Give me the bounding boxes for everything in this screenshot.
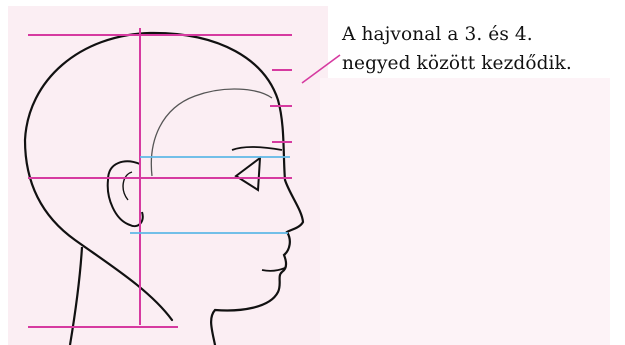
eye-icon xyxy=(236,158,260,190)
ear-inner-icon xyxy=(123,172,132,200)
brow-line xyxy=(232,147,282,150)
annotation-pointer xyxy=(302,55,340,83)
ear-icon xyxy=(108,161,143,226)
annotation-line-2: negyed között kezdődik. xyxy=(342,49,617,78)
annotation-text: A hajvonal a 3. és 4. negyed között kezd… xyxy=(342,20,617,78)
annotation-line-1: A hajvonal a 3. és 4. xyxy=(342,20,617,49)
mouth-line xyxy=(262,268,285,271)
neck-back-line xyxy=(70,247,82,345)
head-outline-icon xyxy=(25,33,303,345)
